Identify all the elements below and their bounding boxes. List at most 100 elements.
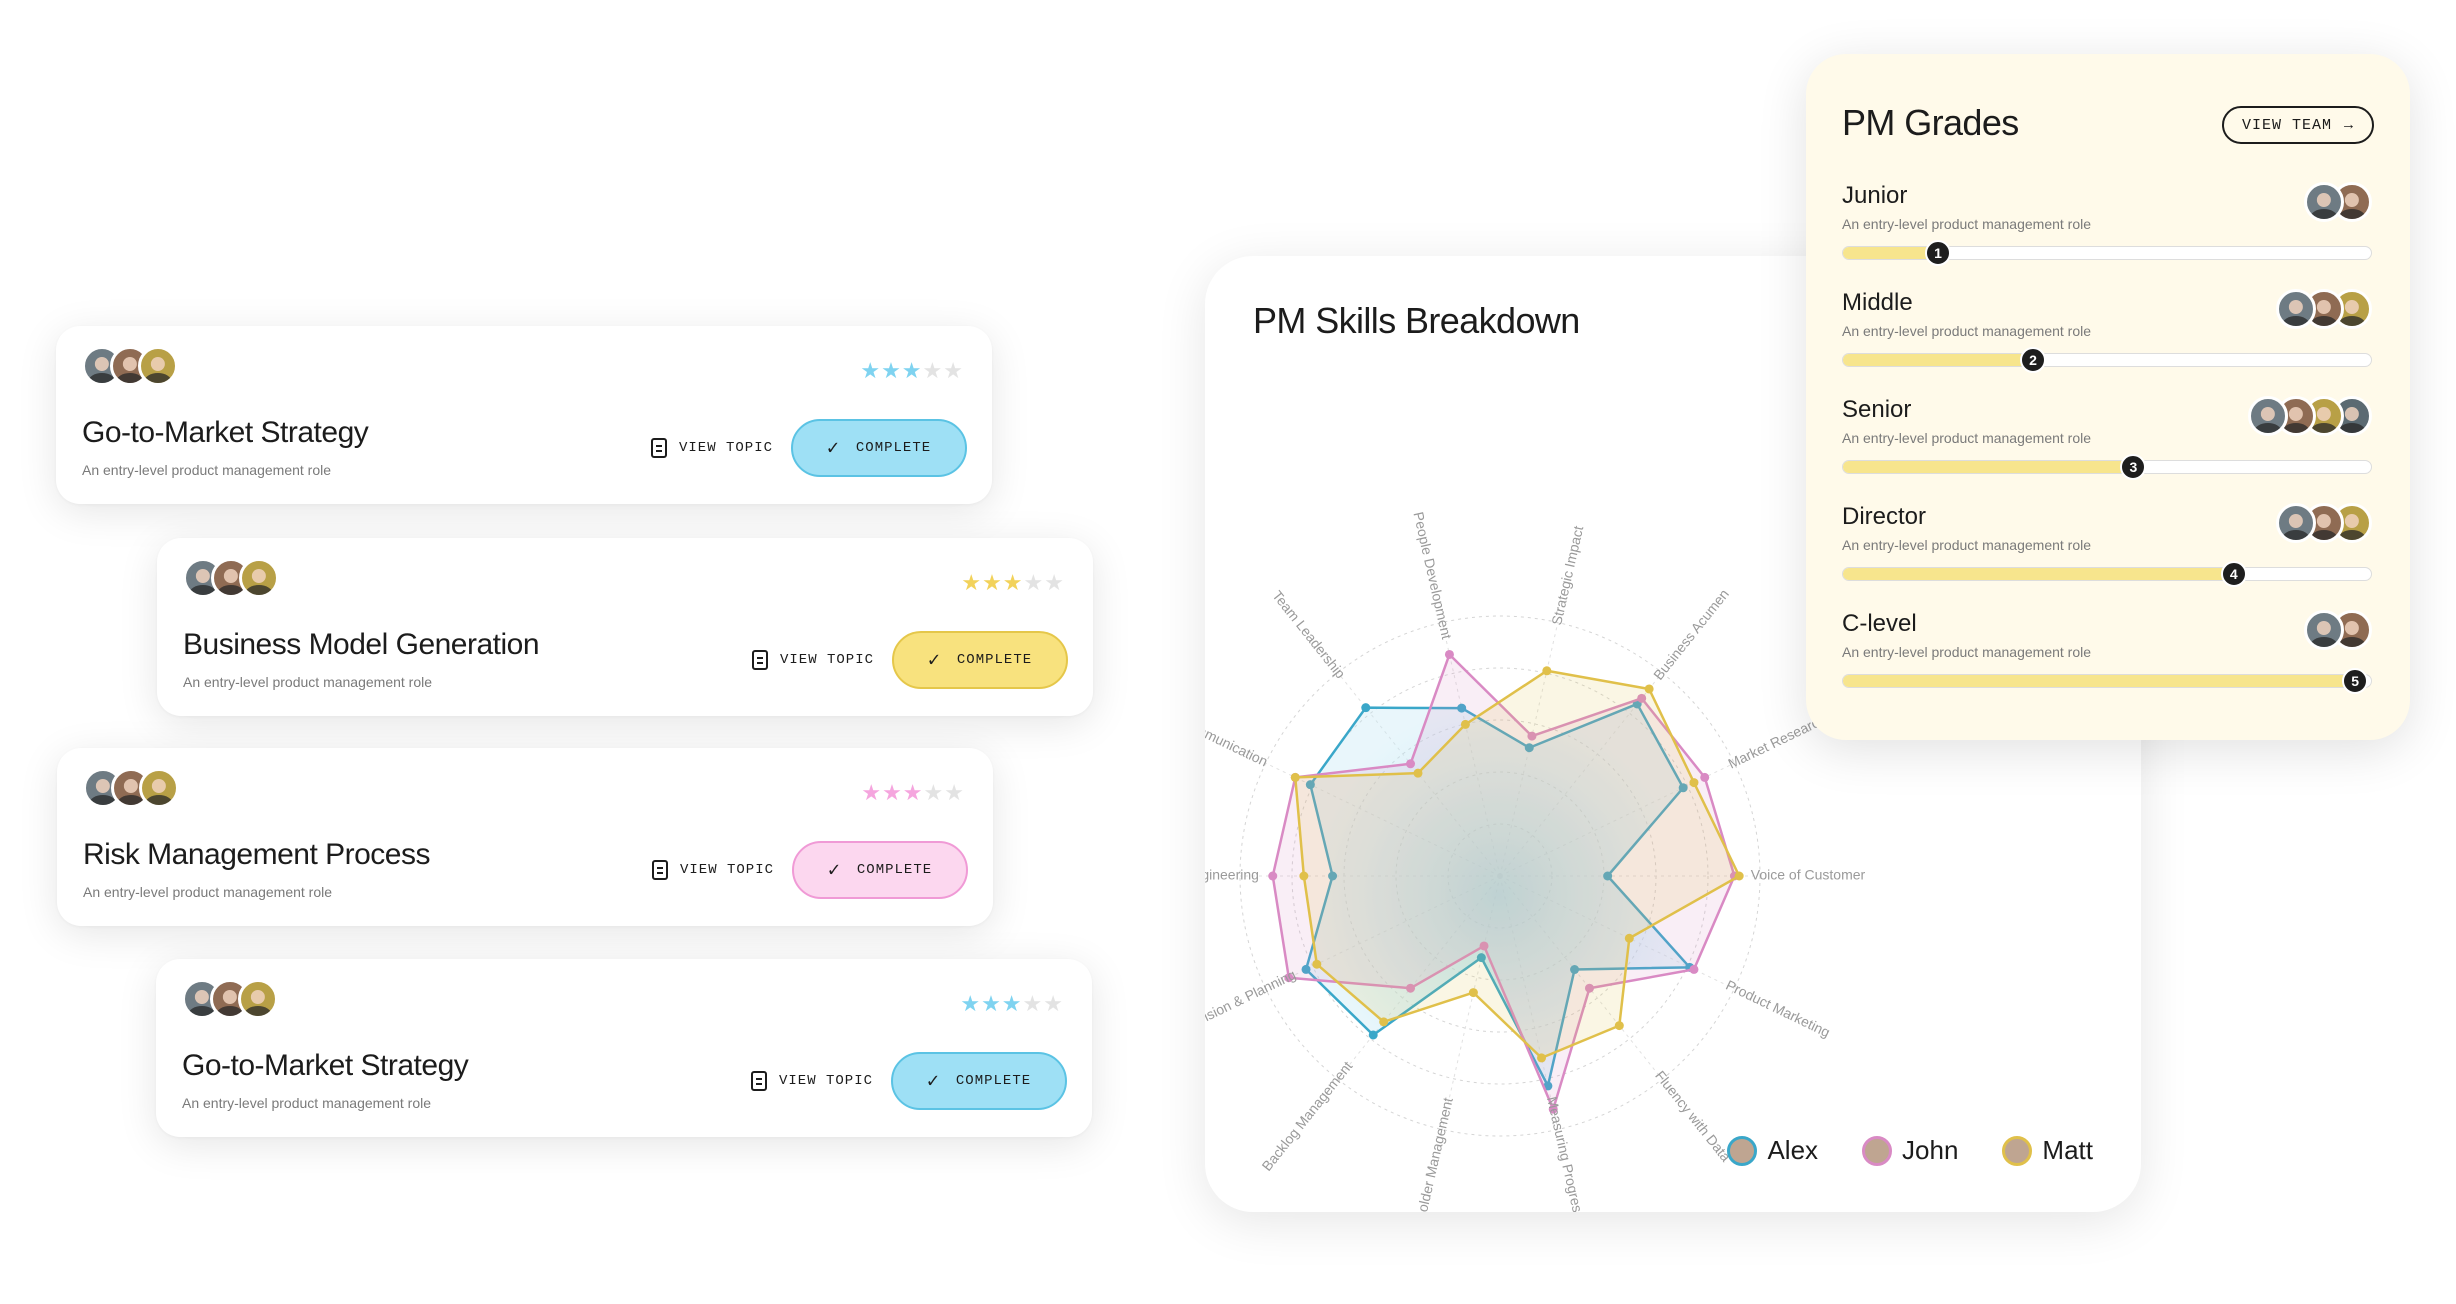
grade-subtitle: An entry-level product management role [1842, 430, 2092, 446]
legend-item-john[interactable]: John [1862, 1135, 1958, 1166]
grade-slider-knob[interactable]: 2 [2020, 347, 2047, 373]
topic-subtitle: An entry-level product management role [83, 884, 333, 900]
series-alex-point [1524, 743, 1534, 753]
avatar [2276, 503, 2316, 543]
star-icon: ★ [1043, 991, 1064, 1016]
axis-label: Team Leadership [1269, 587, 1349, 681]
arrow-right-icon: → [2343, 116, 2354, 134]
grade-slider-fill [1843, 461, 2134, 473]
avatar [1727, 1135, 1758, 1166]
series-john-point [1284, 973, 1294, 983]
grid-ring [1291, 667, 1709, 1085]
view-topic-button[interactable]: VIEW TOPIC [651, 438, 773, 458]
complete-button[interactable]: ✓ COMPLETE [791, 419, 967, 477]
series-matt-point [1460, 719, 1470, 729]
series-alex-point [1368, 1030, 1378, 1040]
series-alex-point [1570, 965, 1580, 975]
series-matt-point [1312, 959, 1322, 969]
series-matt-point [1290, 772, 1300, 782]
avatar [138, 346, 178, 386]
series-matt-point [1644, 684, 1654, 694]
star-icon: ★ [1002, 570, 1024, 595]
view-topic-button[interactable]: VIEW TOPIC [752, 650, 874, 670]
avatar [2276, 289, 2316, 329]
grade-slider[interactable]: 4 [1842, 561, 2372, 587]
avatar [2002, 1135, 2033, 1166]
view-topic-label: VIEW TOPIC [780, 652, 875, 668]
topic-card: ★★★★★ Business Model Generation An entry… [157, 538, 1093, 716]
view-team-button[interactable]: VIEW TEAM → [2221, 106, 2374, 144]
topic-subtitle: An entry-level product management role [82, 462, 332, 478]
legend-item-matt[interactable]: Matt [2002, 1135, 2093, 1166]
topic-title: Go-to-Market Strategy [82, 416, 369, 449]
complete-label: COMPLETE [955, 1073, 1032, 1089]
series-alex-point [1361, 703, 1371, 713]
avatar [2304, 610, 2344, 650]
series-john-point [1637, 693, 1647, 703]
complete-button[interactable]: ✓ COMPLETE [891, 1052, 1067, 1110]
series-john-point [1268, 871, 1278, 881]
grade-slider-knob[interactable]: 4 [2220, 561, 2247, 587]
series-matt-point [1734, 871, 1744, 881]
complete-button[interactable]: ✓ COMPLETE [792, 841, 968, 899]
series-john-point [1584, 983, 1594, 993]
topic-title: Risk Management Process [83, 838, 430, 871]
series-alex-point [1305, 780, 1315, 790]
series-alex-point [1457, 703, 1467, 713]
series-alex-point [1301, 964, 1311, 974]
grade-slider[interactable]: 2 [1842, 347, 2372, 373]
grades-title: PM Grades [1842, 102, 2019, 143]
check-icon: ✓ [826, 438, 840, 461]
axis-label: Software Engineering [1205, 867, 1259, 883]
avatar-group [182, 979, 278, 1019]
grade-subtitle: An entry-level product management role [1842, 216, 2092, 232]
series-matt-point [1537, 1053, 1547, 1063]
grade-slider[interactable]: 1 [1842, 240, 2372, 266]
avatar [1862, 1135, 1893, 1166]
series-alex-point [1328, 871, 1338, 881]
grade-slider-knob[interactable]: 1 [1925, 240, 1952, 266]
view-topic-button[interactable]: VIEW TOPIC [751, 1071, 873, 1091]
star-icon: ★ [902, 780, 924, 805]
grade-row-director: Director An entry-level product manageme… [1842, 503, 2372, 603]
grade-name: Senior [1842, 396, 1912, 423]
star-icon: ★ [944, 780, 965, 805]
avatar [238, 979, 278, 1019]
legend-label: Matt [2042, 1135, 2093, 1165]
grade-slider[interactable]: 3 [1842, 454, 2372, 480]
topic-card: ★★★★★ Risk Management Process An entry-l… [57, 748, 993, 926]
star-icon: ★ [961, 570, 983, 595]
star-rating: ★★★★★ [961, 572, 1065, 594]
series-alex-point [1678, 783, 1688, 793]
star-icon: ★ [901, 358, 923, 383]
grade-row-junior: Junior An entry-level product management… [1842, 182, 2372, 282]
grade-slider[interactable]: 5 [1842, 668, 2372, 694]
grade-slider-fill [1843, 675, 2356, 687]
star-icon: ★ [1023, 570, 1045, 595]
grade-slider-knob[interactable]: 5 [2342, 668, 2369, 694]
star-rating: ★★★★★ [860, 360, 964, 382]
star-icon: ★ [1044, 570, 1065, 595]
axis-label: Stakeholder Management [1405, 1096, 1456, 1212]
series-john-point [1444, 649, 1454, 659]
topic-card: ★★★★★ Go-to-Market Strategy An entry-lev… [56, 326, 992, 504]
star-icon: ★ [923, 780, 945, 805]
complete-label: COMPLETE [856, 862, 933, 878]
pm-grades-card: PM Grades VIEW TEAM → Junior An entry-le… [1806, 54, 2410, 740]
grade-name: Junior [1842, 182, 1908, 209]
legend-item-alex[interactable]: Alex [1727, 1135, 1818, 1166]
axis-label: Business Acumen [1650, 586, 1732, 683]
view-topic-button[interactable]: VIEW TOPIC [652, 860, 774, 880]
axis-label: Product Vision & Planning [1205, 966, 1298, 1051]
document-icon [752, 650, 768, 670]
star-rating: ★★★★★ [960, 993, 1064, 1015]
avatar-group [2276, 289, 2372, 329]
topic-subtitle: An entry-level product management role [183, 674, 433, 690]
avatar-group [2304, 182, 2372, 222]
series-matt-point [1624, 933, 1634, 943]
complete-button[interactable]: ✓ COMPLETE [892, 631, 1068, 689]
axis-label: Measuring Progress, KPIs [1544, 1095, 1596, 1212]
grade-slider-knob[interactable]: 3 [2120, 454, 2147, 480]
series-matt-point [1614, 1021, 1624, 1031]
